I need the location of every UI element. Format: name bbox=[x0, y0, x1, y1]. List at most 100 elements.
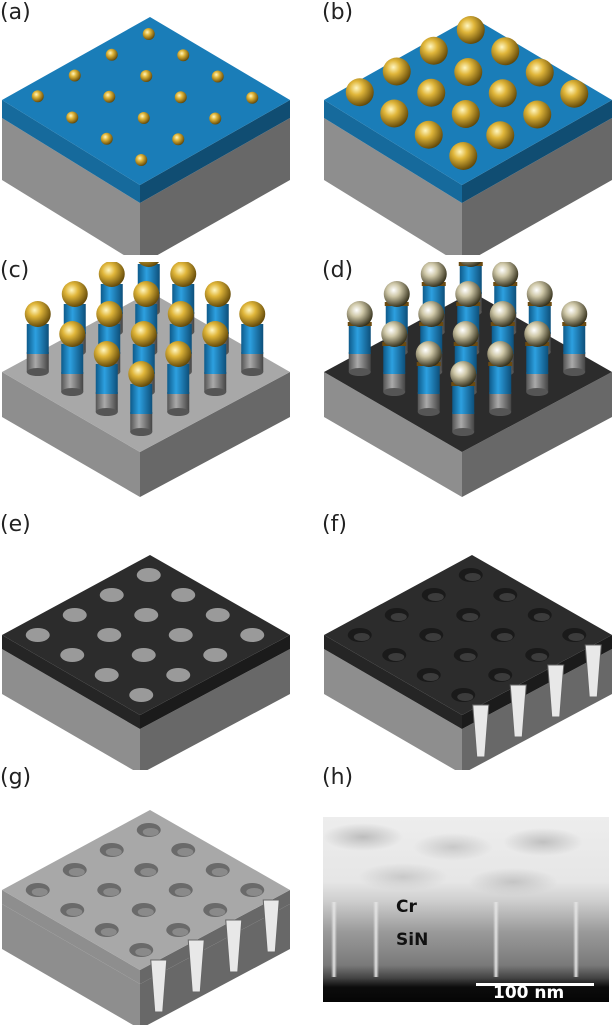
hole-inner bbox=[568, 633, 585, 641]
pillar-blue bbox=[95, 364, 118, 394]
gold-sphere bbox=[486, 121, 515, 150]
hole-inner bbox=[427, 593, 444, 601]
panel-label-a: (a) bbox=[0, 0, 31, 25]
exposed-hole bbox=[94, 668, 119, 682]
hole-inner bbox=[135, 948, 152, 956]
chromium-layer-left-face bbox=[324, 635, 462, 729]
panel-label-b: (b) bbox=[322, 0, 354, 25]
substrate-left-face bbox=[2, 118, 140, 255]
gold-cap bbox=[170, 262, 197, 287]
substrate-left-face bbox=[2, 904, 140, 1025]
hole-inner bbox=[464, 573, 481, 581]
hole-inner bbox=[31, 888, 48, 896]
gold-nanoparticle bbox=[135, 154, 148, 166]
hole-inner bbox=[533, 613, 550, 621]
gold-nanoparticle bbox=[211, 70, 224, 83]
gold-nanoparticle bbox=[31, 90, 44, 103]
chromium-layer-left-face bbox=[2, 635, 140, 729]
gold-cap bbox=[128, 361, 155, 387]
cross-section-pore bbox=[225, 919, 243, 973]
substrate-right-face bbox=[140, 649, 290, 770]
gold-cap bbox=[415, 341, 442, 367]
gold-sphere bbox=[449, 142, 478, 170]
gold-cap bbox=[450, 361, 477, 387]
pillar-base bbox=[95, 392, 118, 412]
pillar-bottom bbox=[241, 368, 264, 376]
gold-cap bbox=[524, 321, 551, 347]
substrate-left-face bbox=[2, 649, 140, 770]
diagram-f-etched-holes bbox=[324, 555, 612, 770]
pore-wall bbox=[493, 902, 499, 977]
panel-label-c: (c) bbox=[0, 258, 30, 283]
blue-layer-left-face bbox=[2, 100, 140, 203]
pillar-bottom bbox=[383, 388, 406, 396]
gold-sphere bbox=[523, 100, 552, 129]
pillar-bottom bbox=[563, 368, 586, 376]
hole-inner bbox=[531, 653, 548, 661]
pillar-blue bbox=[241, 324, 264, 354]
blue-layer-right-face bbox=[462, 100, 612, 203]
gold-sphere bbox=[456, 16, 485, 44]
gold-cap bbox=[492, 262, 519, 287]
gold-sphere bbox=[491, 37, 520, 66]
gold-cap bbox=[59, 321, 86, 347]
gold-sphere bbox=[414, 120, 443, 149]
substrate-right-face bbox=[140, 118, 290, 255]
hole-inner bbox=[140, 868, 157, 876]
gold-cap bbox=[383, 281, 410, 307]
pore-wall bbox=[573, 902, 579, 977]
pillar-blue bbox=[452, 384, 475, 414]
gold-nanoparticle bbox=[140, 70, 153, 82]
hole-inner bbox=[174, 888, 191, 896]
chromium-layer-right-face bbox=[462, 635, 612, 729]
pillar-bottom bbox=[489, 408, 512, 416]
cross-section-pore bbox=[584, 644, 602, 698]
hole-inner bbox=[209, 908, 226, 916]
gold-cap bbox=[165, 341, 192, 367]
pore-wall bbox=[373, 902, 379, 977]
exposed-hole bbox=[62, 608, 87, 622]
pillar-blue bbox=[61, 344, 84, 374]
gold-nanoparticle bbox=[103, 90, 116, 103]
pillar-base bbox=[241, 352, 264, 372]
pillar-blue bbox=[348, 324, 371, 354]
exposed-hole bbox=[166, 668, 191, 682]
gold-cap bbox=[418, 301, 445, 327]
exposed-hole bbox=[203, 648, 228, 662]
membrane-top-left-face bbox=[2, 890, 140, 984]
gold-cap bbox=[239, 301, 266, 327]
pillar-base bbox=[526, 372, 549, 392]
chromium-layer-right-face bbox=[140, 635, 290, 729]
gold-nanoparticle bbox=[172, 133, 185, 146]
hole-inner bbox=[496, 633, 513, 641]
pillar-blue bbox=[26, 324, 49, 354]
pillar-bottom bbox=[348, 368, 371, 376]
pillar-bottom bbox=[167, 408, 190, 416]
panel-label-f: (f) bbox=[322, 512, 347, 537]
gold-cap bbox=[452, 321, 479, 347]
diagram-b-grown-gold-spheres bbox=[324, 16, 612, 255]
gold-cap bbox=[167, 301, 194, 327]
gold-sphere bbox=[525, 58, 554, 87]
gold-sphere bbox=[451, 100, 480, 128]
substrate-right-face bbox=[462, 372, 612, 497]
diagram-c-etched-pillars bbox=[2, 262, 290, 497]
substrate-right-face bbox=[462, 649, 612, 770]
gold-sphere bbox=[560, 79, 589, 108]
exposed-hole bbox=[134, 608, 159, 622]
gold-cap bbox=[346, 301, 373, 327]
hole-inner bbox=[66, 908, 83, 916]
top-face bbox=[324, 555, 612, 715]
cross-section-pore bbox=[472, 704, 490, 758]
blue-top-face bbox=[2, 17, 290, 185]
exposed-hole bbox=[240, 628, 265, 642]
membrane-top-right-face bbox=[140, 890, 290, 984]
hole-inner bbox=[68, 868, 85, 876]
exposed-hole bbox=[129, 688, 154, 702]
cross-section-pore bbox=[262, 899, 280, 953]
pillar-base bbox=[563, 352, 586, 372]
gold-sphere bbox=[380, 99, 409, 128]
pillar-blue bbox=[417, 364, 440, 394]
cross-section-pore bbox=[187, 939, 205, 993]
pillar-base bbox=[383, 372, 406, 392]
